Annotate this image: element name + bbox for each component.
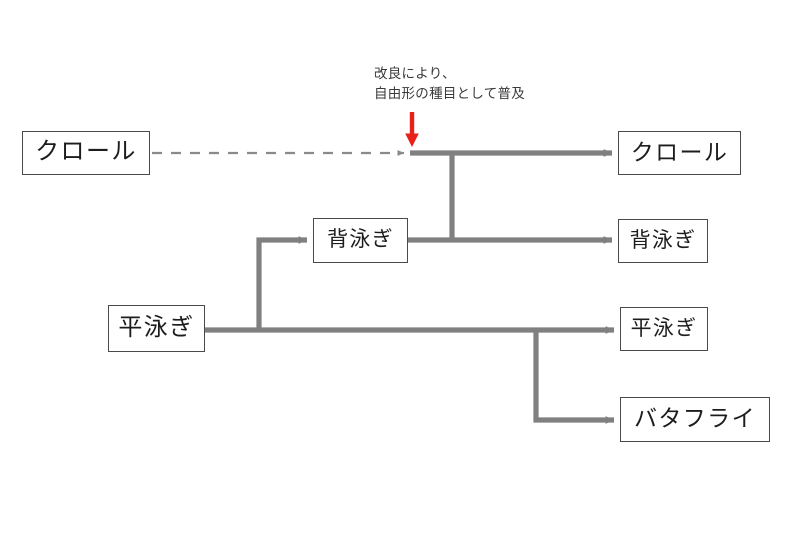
node-output-butterfly[interactable]: バタフライ [620,397,770,442]
node-output-backstroke[interactable]: 背泳ぎ [618,219,708,263]
node-output-breaststroke[interactable]: 平泳ぎ [620,307,708,351]
node-output-crawl-label: クロール [630,138,729,165]
node-mid-backstroke[interactable]: 背泳ぎ [313,218,408,263]
node-output-backstroke-label: 背泳ぎ [629,228,697,252]
edge-breast-to-butterfly [533,330,615,424]
improvement-note-line2: 自由形の種目として普及 [374,85,526,101]
edge-breast-to-backstroke [256,236,308,330]
node-source-crawl[interactable]: クロール [22,131,150,175]
node-source-breaststroke-label: 平泳ぎ [118,313,195,341]
node-output-breaststroke-label: 平泳ぎ [630,316,698,340]
improvement-note: 改良により、自由形の種目として普及 [374,64,525,103]
node-output-crawl[interactable]: クロール [618,131,741,175]
node-source-breaststroke[interactable]: 平泳ぎ [108,305,205,352]
node-mid-backstroke-label: 背泳ぎ [327,228,394,251]
improvement-note-line1: 改良により、 [374,66,456,81]
node-output-butterfly-label: バタフライ [634,405,756,431]
node-source-crawl-label: クロール [35,138,137,165]
red-down-arrow-icon [405,112,419,147]
